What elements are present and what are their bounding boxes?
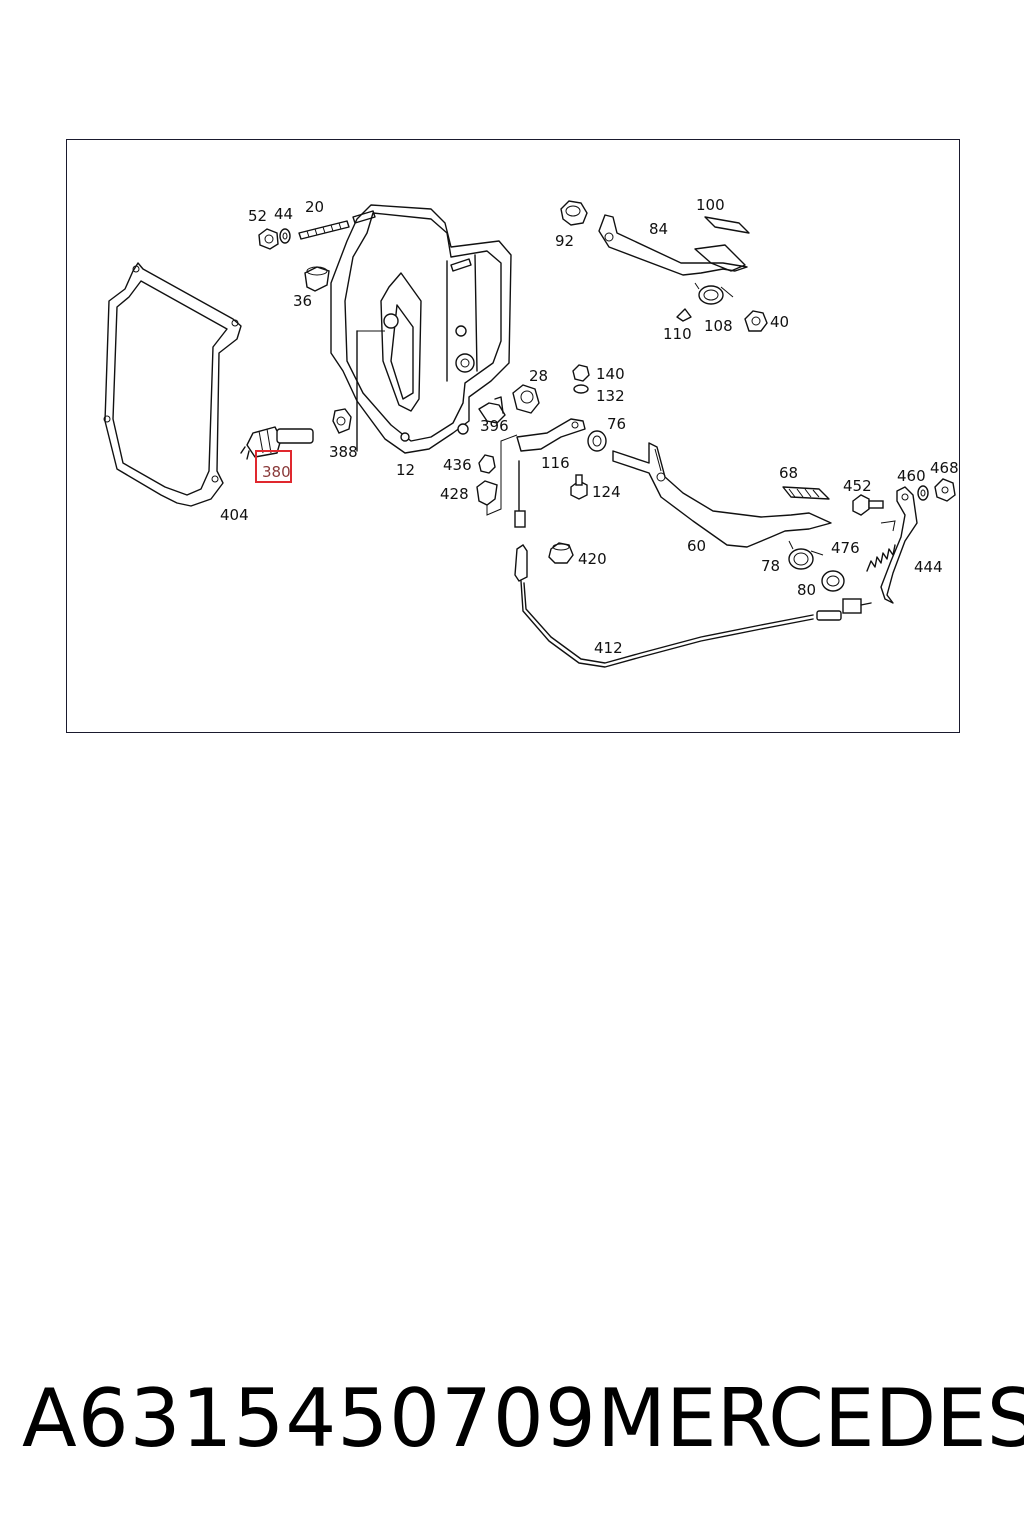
washer-part-132[interactable] — [573, 384, 589, 394]
stud-part-20[interactable] — [298, 220, 350, 240]
label-110: 110 — [663, 325, 692, 343]
label-78: 78 — [761, 557, 780, 575]
switch-part-380[interactable] — [240, 426, 314, 460]
label-20: 20 — [305, 198, 324, 216]
clip-part-428[interactable] — [476, 480, 498, 506]
exploded-parts-diagram: 52 44 20 92 84 100 36 110 108 40 28 140 … — [103, 196, 959, 668]
label-436: 436 — [443, 456, 472, 474]
label-412: 412 — [594, 639, 623, 657]
bushing-part-80[interactable] — [821, 570, 845, 592]
label-428: 428 — [440, 485, 469, 503]
label-420: 420 — [578, 550, 607, 568]
label-28: 28 — [529, 367, 548, 385]
label-60: 60 — [687, 537, 706, 555]
bushing-part-28[interactable] — [512, 384, 540, 414]
label-460: 460 — [897, 467, 926, 485]
label-108: 108 — [704, 317, 733, 335]
bolt-part-452[interactable] — [852, 494, 884, 516]
label-444: 444 — [914, 558, 943, 576]
nut-part-40[interactable] — [744, 310, 768, 332]
label-388: 388 — [329, 443, 358, 461]
bracket-line — [486, 434, 518, 516]
label-92: 92 — [555, 232, 574, 250]
spring-part-78[interactable] — [788, 540, 824, 570]
gasket-part-404[interactable] — [103, 262, 242, 507]
bracket-part-444[interactable] — [880, 486, 918, 604]
label-12: 12 — [396, 461, 415, 479]
nut-part-140[interactable] — [572, 364, 590, 382]
label-124: 124 — [592, 483, 621, 501]
lever-part-84[interactable] — [598, 214, 748, 276]
bushing-part-76[interactable] — [587, 430, 607, 452]
washer-part-44[interactable] — [279, 228, 291, 244]
spring-part-108[interactable] — [694, 282, 734, 305]
label-468: 468 — [930, 459, 959, 477]
label-76: 76 — [607, 415, 626, 433]
bushing-part-92[interactable] — [560, 200, 588, 226]
clip-part-396[interactable] — [478, 396, 506, 424]
pedal-part-60[interactable] — [612, 442, 832, 548]
clip-part-110[interactable] — [676, 308, 692, 322]
brand-text: MERCEDES — [597, 1372, 1024, 1465]
bushing-part-36[interactable] — [304, 266, 330, 292]
bracket-part-116[interactable] — [516, 418, 586, 452]
cable-part-412[interactable] — [514, 460, 872, 668]
label-36: 36 — [293, 292, 312, 310]
label-80: 80 — [797, 581, 816, 599]
label-116: 116 — [541, 454, 570, 472]
part-number-text: A6315450709 — [22, 1372, 597, 1465]
grommet-part-420[interactable] — [548, 542, 574, 564]
nut-part-52[interactable] — [258, 228, 279, 250]
label-40: 40 — [770, 313, 789, 331]
label-404: 404 — [220, 506, 249, 524]
washer-part-460[interactable] — [917, 485, 929, 501]
label-52: 52 — [248, 207, 267, 225]
highlight-box-380 — [255, 450, 292, 483]
spring-part-476[interactable] — [866, 544, 896, 572]
nut-part-468[interactable] — [934, 478, 956, 502]
label-44: 44 — [274, 205, 293, 223]
pedal-pad-part-68[interactable] — [782, 486, 830, 500]
housing-part-12[interactable] — [330, 204, 512, 454]
washer-part-388[interactable] — [332, 408, 352, 434]
bolt-part-124[interactable] — [570, 474, 588, 500]
label-452: 452 — [843, 477, 872, 495]
label-84: 84 — [649, 220, 668, 238]
label-476: 476 — [831, 539, 860, 557]
label-100: 100 — [696, 196, 725, 214]
label-140: 140 — [596, 365, 625, 383]
label-396: 396 — [480, 417, 509, 435]
pad-part-100[interactable] — [694, 216, 750, 272]
parts-diagram-frame: 52 44 20 92 84 100 36 110 108 40 28 140 … — [66, 139, 960, 733]
nut-part-436[interactable] — [478, 454, 496, 474]
label-68: 68 — [779, 464, 798, 482]
label-380: 380 — [262, 463, 291, 481]
stud-housing-top — [352, 210, 472, 272]
label-132: 132 — [596, 387, 625, 405]
